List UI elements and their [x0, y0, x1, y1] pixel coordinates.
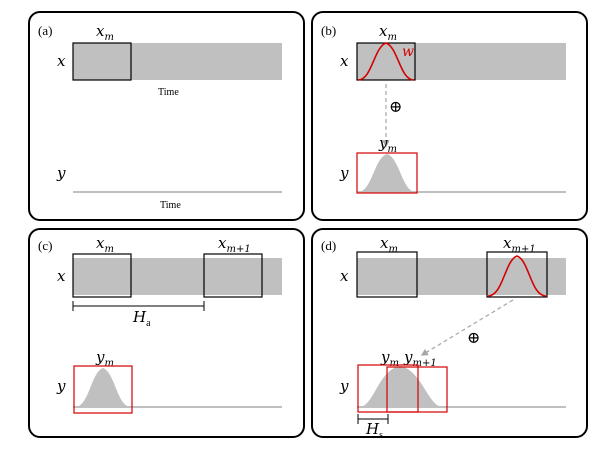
window-label-xm: xm — [379, 22, 397, 43]
hop-size-bracket — [72, 301, 205, 311]
y-axis-label: y — [339, 377, 349, 395]
time-label-top: Time — [158, 87, 179, 98]
output-label-ym: ym — [378, 134, 397, 155]
panel-c-label: (c) — [38, 238, 52, 253]
hop-label-hs: Hs — [365, 420, 383, 441]
input-signal-band — [73, 43, 282, 80]
x-axis-label: x — [340, 52, 349, 70]
panel-a-label: (a) — [38, 23, 52, 38]
panel-c-content: (c) xm xm+1 x Ha ym y — [38, 234, 282, 414]
analysis-window-m — [72, 253, 132, 298]
output-frame-shape — [359, 366, 443, 407]
output-window — [73, 365, 133, 414]
output-window-m1 — [386, 366, 448, 413]
window-label-xm1: xm+1 — [503, 234, 536, 255]
output-label-ym: ym — [95, 348, 114, 369]
output-frame-shape — [358, 154, 416, 192]
flow-arrow — [420, 299, 514, 356]
x-axis-label: x — [340, 267, 349, 285]
overlap-add-symbol: ⊕ — [389, 99, 402, 116]
analysis-window-m — [356, 251, 418, 298]
window-label-xm: xm — [96, 234, 114, 255]
y-axis-label: y — [339, 164, 349, 182]
analysis-window — [72, 42, 132, 81]
hop-label-ha: Ha — [132, 308, 151, 329]
input-signal-band — [357, 258, 566, 295]
y-axis-label: y — [56, 164, 66, 182]
output-label-ym1: ym+1 — [403, 348, 437, 369]
x-axis-label: x — [57, 267, 66, 285]
time-label-bottom: Time — [160, 200, 181, 211]
analysis-window-m1 — [486, 251, 548, 298]
x-axis-label: x — [57, 52, 66, 70]
panel-d-content: (d) xm xm+1 x ⊕ ym ym+1 y Hs — [321, 234, 566, 441]
input-signal-band — [357, 43, 566, 80]
output-window — [356, 152, 418, 194]
panel-b-content: (b) xm w x ⊕ ym y — [321, 22, 566, 194]
window-function-curve — [357, 42, 415, 81]
window-label-xm: xm — [96, 22, 114, 43]
panel-a-content: (a) xm x Time y Time — [38, 22, 282, 211]
window-label-xm: xm — [380, 234, 398, 255]
output-label-ym: ym — [380, 348, 399, 369]
overlap-add-symbol: ⊕ — [467, 330, 480, 347]
panel-d-label: (d) — [321, 238, 336, 253]
input-signal-band — [73, 258, 282, 295]
window-function-curve — [487, 255, 547, 297]
window-function-label: w — [402, 44, 414, 60]
y-axis-label: y — [56, 377, 66, 395]
window-label-xm1: xm+1 — [218, 234, 251, 255]
output-frame-shape — [75, 368, 131, 407]
analysis-window-m1 — [203, 253, 263, 298]
panel-b-label: (b) — [321, 23, 336, 38]
hop-size-bracket — [357, 414, 389, 424]
